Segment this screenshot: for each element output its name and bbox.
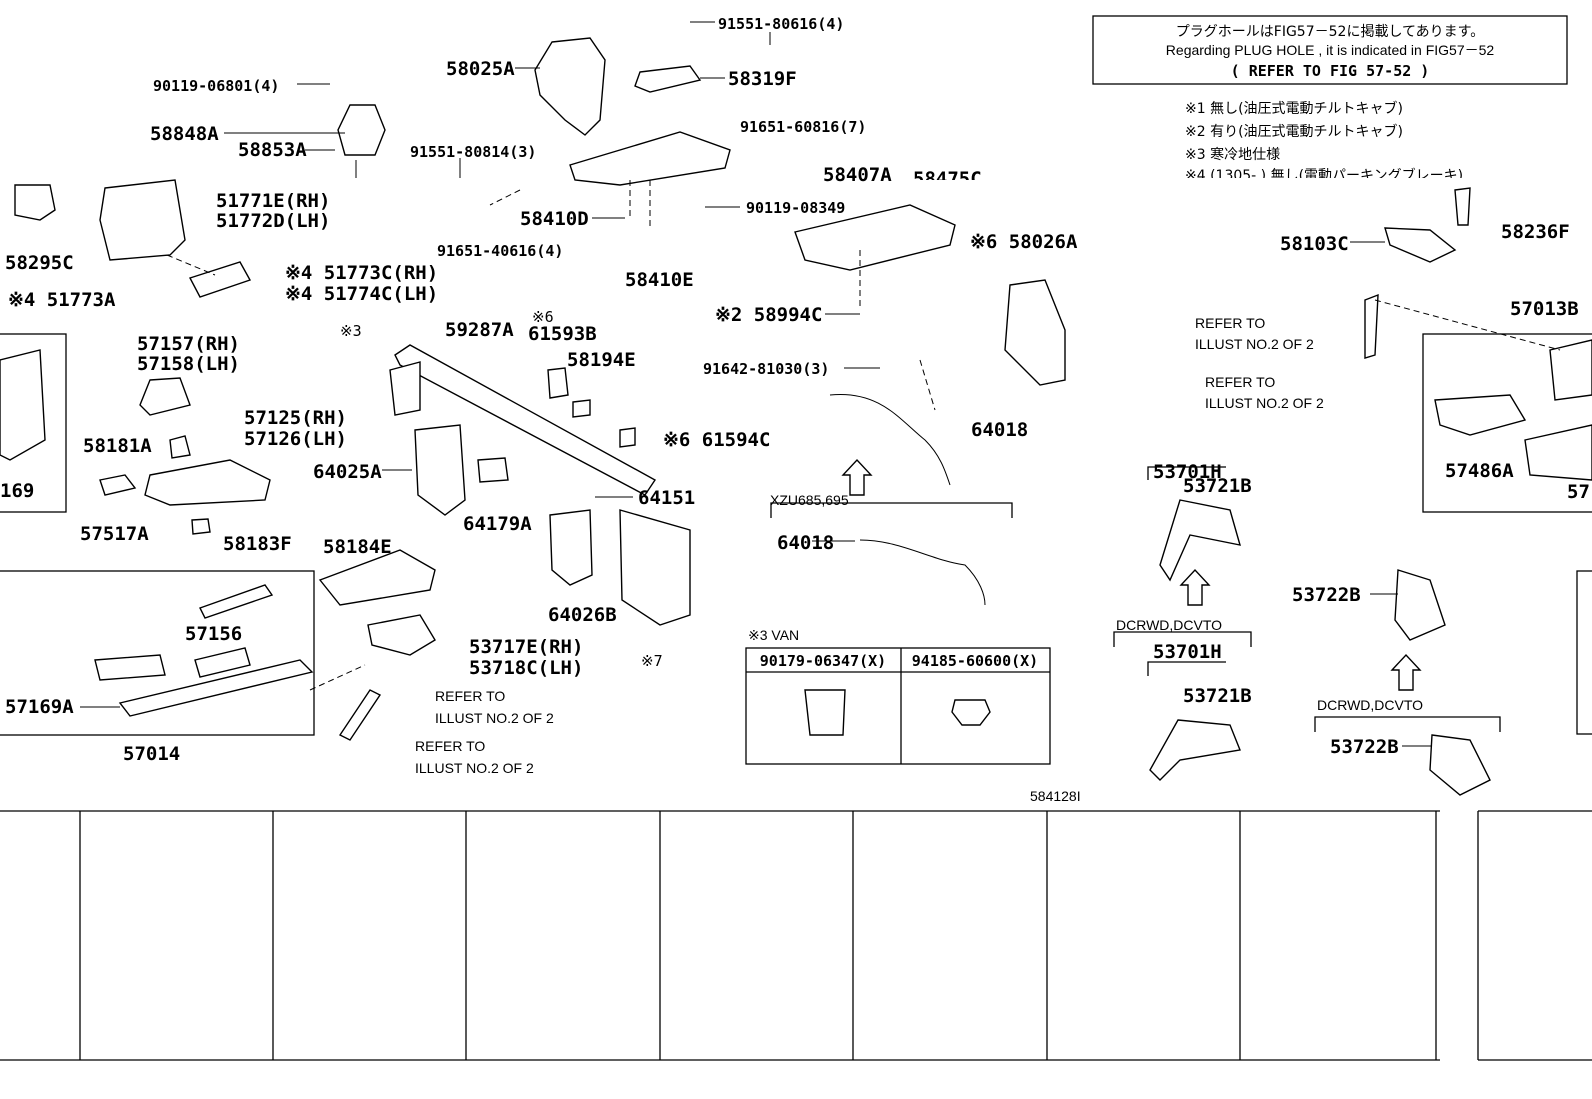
label-64179A: 64179A — [463, 513, 532, 535]
refer-3b: ILLUST NO.2 OF 2 — [435, 710, 554, 726]
part-labels: 91551-80616(4) 58025A 58319F 90119-06801… — [0, 15, 1590, 804]
refer-notes: REFER TO ILLUST NO.2 OF 2 REFER TO ILLUS… — [415, 315, 1324, 776]
refer-4a: REFER TO — [415, 738, 485, 754]
label-90119-06801: 90119-06801(4) — [153, 77, 279, 95]
label-91651-40616: 91651-40616(4) — [437, 242, 563, 260]
label-53717E: 53717E(RH) — [469, 636, 583, 658]
label-57486A: 57486A — [1445, 460, 1514, 482]
label-57517A: 57517A — [80, 523, 149, 545]
label-64151: 64151 — [638, 487, 695, 509]
label-57158: 57158(LH) — [137, 353, 240, 375]
refer-2a: REFER TO — [1205, 374, 1275, 390]
note-2: ※2 有り(油圧式電動チルトキャブ) — [1185, 123, 1403, 140]
label-58026A: ※6 58026A — [970, 231, 1078, 253]
label-58184E: 58184E — [323, 536, 392, 558]
footnotes: ※1 無し(油圧式電動チルトキャブ) ※2 有り(油圧式電動チルトキャブ) ※3… — [1185, 100, 1463, 184]
label-57014: 57014 — [123, 743, 180, 765]
label-51771E: 51771E(RH) — [216, 190, 330, 212]
label-57157: 57157(RH) — [137, 333, 240, 355]
label-58407A: 58407A — [823, 164, 892, 186]
label-51774C: ※4 51774C(LH) — [285, 283, 438, 305]
refer-2b: ILLUST NO.2 OF 2 — [1205, 395, 1324, 411]
label-58475C: 58475C — [913, 168, 982, 190]
label-58848A: 58848A — [150, 123, 219, 145]
label-51773C: ※4 51773C(RH) — [285, 262, 438, 284]
part-shapes — [0, 37, 1592, 796]
label-xzu685: XZU685,695 — [770, 492, 849, 508]
label-90119-08349: 90119-08349 — [746, 199, 845, 217]
label-58183F: 58183F — [223, 533, 292, 555]
label-53721B-b: 53721B — [1183, 685, 1252, 707]
label-91642-81030: 91642-81030(3) — [703, 360, 829, 378]
label-58103C: 58103C — [1280, 233, 1349, 255]
plug-hole-notice: プラグホールはFIG57－52に掲載してあります。 Regarding PLUG… — [1092, 15, 1568, 85]
refer-3a: REFER TO — [435, 688, 505, 704]
label-51772D: 51772D(LH) — [216, 210, 330, 232]
label-van: ※3 VAN — [748, 627, 799, 643]
label-64025A: 64025A — [313, 461, 382, 483]
label-58181A: 58181A — [83, 435, 152, 457]
label-53701H-a: 53701H — [1153, 461, 1222, 483]
label-illust-code: 584128I — [1030, 788, 1081, 804]
label-58410D: 58410D — [520, 208, 589, 230]
label-51773A: ※4 51773A — [8, 289, 116, 311]
label-58236F: 58236F — [1501, 221, 1570, 243]
bottom-grid — [0, 810, 1592, 1061]
note-3: ※3 寒冷地仕様 — [1185, 146, 1280, 163]
label-64018-b: 64018 — [777, 532, 834, 554]
van-table: 90179-06347(X) 94185-60600(X) — [760, 652, 1038, 670]
label-57125: 57125(RH) — [244, 407, 347, 429]
refer-1a: REFER TO — [1195, 315, 1265, 331]
label-53721B-a: 53721B — [1183, 475, 1252, 497]
label-91551-80616: 91551-80616(4) — [718, 15, 844, 33]
label-57169A: 57169A — [5, 696, 74, 718]
label-59287A: 59287A — [445, 319, 514, 341]
label-note3: ※3 — [340, 322, 362, 340]
van-col-1: 90179-06347(X) — [760, 652, 886, 670]
label-169: 169 — [0, 480, 34, 502]
refer-4b: ILLUST NO.2 OF 2 — [415, 760, 534, 776]
label-58194E: 58194E — [567, 349, 636, 371]
label-91551-80814: 91551-80814(3) — [410, 143, 536, 161]
label-58994C: ※2 58994C — [715, 304, 822, 326]
label-64026B: 64026B — [548, 604, 617, 626]
label-57126: 57126(LH) — [244, 428, 347, 450]
leader-lines — [80, 21, 1561, 747]
label-note6: ※6 — [532, 308, 554, 326]
label-58410E: 58410E — [625, 269, 694, 291]
notice-refer: ( REFER TO FIG 57-52 ) — [1231, 62, 1430, 80]
label-53722B-b: 53722B — [1330, 736, 1399, 758]
label-dcrwd-a: DCRWD,DCVTO — [1116, 617, 1222, 633]
label-91651-60816: 91651-60816(7) — [740, 118, 866, 136]
label-64018-a: 64018 — [971, 419, 1028, 441]
label-57156: 57156 — [185, 623, 242, 645]
label-58025A: 58025A — [446, 58, 515, 80]
label-dcrwd-b: DCRWD,DCVTO — [1317, 697, 1423, 713]
van-col-2: 94185-60600(X) — [912, 652, 1038, 670]
note-4: ※4 (1305- ) 無し(電動パーキングブレーキ) — [1185, 167, 1463, 184]
label-61594C: ※6 61594C — [663, 429, 770, 451]
label-58319F: 58319F — [728, 68, 797, 90]
inset-boxes — [0, 333, 1592, 765]
label-58853A: 58853A — [238, 139, 307, 161]
refer-1b: ILLUST NO.2 OF 2 — [1195, 336, 1314, 352]
label-61593B: 61593B — [528, 323, 597, 345]
label-53701H-b: 53701H — [1153, 641, 1222, 663]
variant-brackets — [770, 466, 1501, 732]
notice-en: Regarding PLUG HOLE , it is indicated in… — [1166, 42, 1495, 58]
notice-jp: プラグホールはFIG57－52に掲載してあります。 — [1176, 24, 1484, 40]
label-note7: ※7 — [641, 652, 663, 670]
label-57013B: 57013B — [1510, 298, 1579, 320]
note-1: ※1 無し(油圧式電動チルトキャブ) — [1185, 100, 1403, 117]
label-53718C: 53718C(LH) — [469, 657, 583, 679]
label-57: 57 — [1567, 481, 1590, 503]
label-53722B-a: 53722B — [1292, 584, 1361, 606]
label-58295C: 58295C — [5, 252, 74, 274]
